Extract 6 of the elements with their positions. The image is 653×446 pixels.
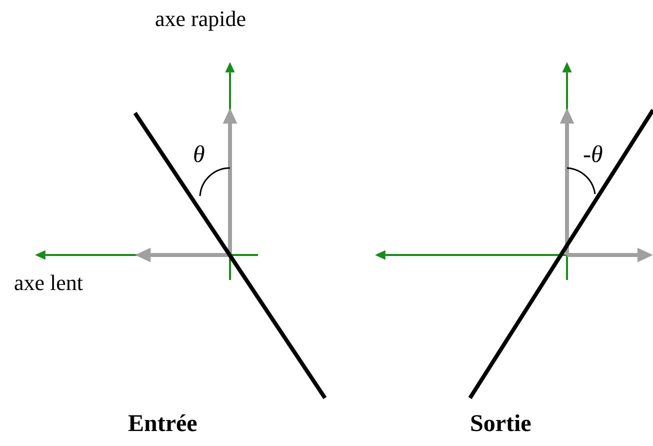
axis-label: axe rapide xyxy=(155,8,246,30)
axis-label: axe lent xyxy=(14,272,84,294)
panel-title: Sortie xyxy=(470,412,532,436)
angle-label: θ xyxy=(193,143,205,167)
angle-label: -θ xyxy=(583,143,603,167)
panel-title: Entrée xyxy=(128,412,198,436)
